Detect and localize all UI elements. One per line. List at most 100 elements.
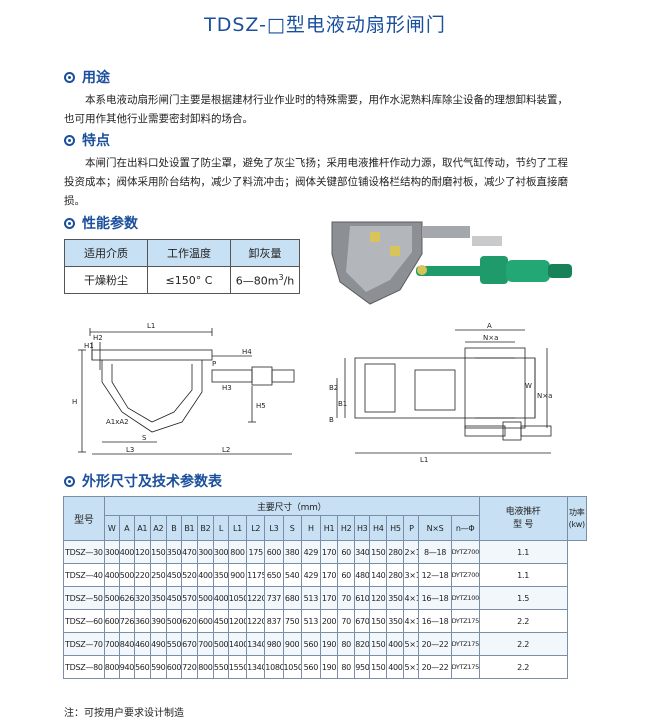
sub-header-cell: H3 [354, 515, 371, 541]
data-cell: ≤150° C [147, 266, 231, 294]
dim-label: S [142, 434, 147, 442]
data-cell: 650 [264, 563, 284, 587]
sub-header-cell: L2 [246, 515, 266, 541]
data-cell: 1.1 [478, 540, 568, 564]
data-cell: 1200 [227, 609, 248, 633]
performance-table: 适用介质 工作温度 卸灰量 干燥粉尘 ≤150° C 6—80m3/h [64, 239, 300, 294]
bracket-shape [472, 236, 502, 246]
gate-face-shape [346, 226, 412, 292]
data-cell: 120 [133, 540, 151, 564]
usage-line: 也可用作其他行业需要密封卸料的场合。 [64, 113, 253, 125]
data-cell: 450 [165, 586, 182, 610]
data-cell: 720 [180, 655, 198, 679]
data-cell: 560 [300, 632, 321, 656]
data-cell: 2×175 [403, 540, 420, 564]
top-view-drawing: A N×a W N×a B2 B1 B L1 [329, 322, 552, 464]
sub-header-cell: P [403, 515, 420, 541]
data-cell: 900 [282, 632, 302, 656]
usage-paragraph: 本系电液动扇形闸门主要是根据建材行业作业时的特殊需要，用作水泥熟料库除尘设备的理… [64, 91, 594, 129]
data-cell: 429 [300, 563, 321, 587]
dim-label: W [525, 382, 532, 390]
header-cell: 电液推杆型 号 [478, 496, 568, 541]
data-cell: 470 [180, 540, 198, 564]
data-cell: 550 [212, 655, 229, 679]
header-cell: 型号 [63, 496, 105, 541]
features-line: 本闸门在出料口处设置了防尘罩，避免了灰尘飞扬；采用电液推杆作动力源，取代气缸传动… [85, 157, 568, 169]
sub-header-cell: W [103, 515, 120, 541]
data-cell: 1.1 [478, 563, 568, 587]
sub-header-cell: B [165, 515, 182, 541]
data-cell: 60 [337, 563, 356, 587]
data-cell: 750 [282, 609, 302, 633]
sub-header-cell: B1 [180, 515, 198, 541]
data-cell: 1400 [227, 632, 248, 656]
dim-label: B2 [329, 384, 338, 392]
data-cell: 350 [212, 563, 229, 587]
dim-label: H1 [84, 342, 94, 350]
features-paragraph: 本闸门在出料口处设置了防尘罩，避免了灰尘飞扬；采用电液推杆作动力源，取代气缸传动… [64, 154, 594, 211]
dim-label: L1 [147, 322, 155, 330]
data-cell: 320 [133, 586, 151, 610]
sub-header-cell: A [118, 515, 135, 541]
sub-header-cell: L1 [227, 515, 248, 541]
sub-header-cell: S [282, 515, 302, 541]
data-cell: 1.5 [478, 586, 568, 610]
data-cell: DYTZ1750—350/110—P [450, 655, 480, 679]
features-line: 损。 [64, 195, 85, 207]
dim-label: H5 [256, 402, 266, 410]
header-cell: 卸灰量 [230, 239, 300, 267]
ring-bullet-icon [64, 218, 75, 229]
data-cell: 2.2 [478, 609, 568, 633]
data-cell: 600 [103, 609, 120, 633]
data-cell: 980 [264, 632, 284, 656]
data-cell: 3×150 [403, 563, 420, 587]
data-cell: 500 [118, 563, 135, 587]
data-cell: 70 [337, 609, 356, 633]
data-cell: 590 [149, 655, 167, 679]
data-cell: 350 [165, 540, 182, 564]
data-cell: 400 [118, 540, 135, 564]
ring-bullet-icon [64, 476, 75, 487]
sub-header-cell: H5 [386, 515, 405, 541]
data-cell: 2.2 [478, 632, 568, 656]
data-cell: 350 [386, 609, 405, 633]
data-cell: 350 [386, 586, 405, 610]
data-cell: 513 [300, 586, 321, 610]
data-cell: 16—18 [418, 609, 452, 633]
data-cell: 140 [369, 563, 388, 587]
data-cell: 670 [180, 632, 198, 656]
data-cell: 6—80m3/h [230, 266, 300, 294]
data-cell: 570 [180, 586, 198, 610]
data-cell: 80 [337, 632, 356, 656]
sub-header-cell: L3 [264, 515, 284, 541]
data-cell: 400 [196, 563, 214, 587]
dim-label: H [72, 398, 77, 406]
dim-label: B1 [338, 400, 347, 408]
data-cell: 400 [103, 563, 120, 587]
dim-label: L1 [420, 456, 428, 464]
data-cell: TDSZ—30 [63, 540, 105, 564]
data-cell: 8—18 [418, 540, 452, 564]
dim-label: A1xA2 [106, 418, 129, 426]
data-cell: 600 [165, 655, 182, 679]
data-cell: 800 [227, 540, 248, 564]
data-cell: 1550 [227, 655, 248, 679]
data-cell: 280 [386, 540, 405, 564]
data-cell: 20—22 [418, 632, 452, 656]
joint-shape [417, 265, 427, 275]
data-cell: 120 [369, 586, 388, 610]
features-line: 投资成本；阀体采用阶台结构，减少了料流冲击；阀体关键部位铺设格栏结构的耐磨衬板，… [64, 176, 568, 188]
data-cell: 700 [196, 632, 214, 656]
data-cell: 500 [103, 586, 120, 610]
data-cell: 360 [133, 609, 151, 633]
data-cell: 620 [180, 609, 198, 633]
section-heading-usage: 用途 [64, 67, 110, 87]
page-title: TDSZ-□型电液动扇形闸门 [204, 14, 446, 36]
data-cell: 400 [212, 586, 229, 610]
section-heading-features: 特点 [64, 130, 110, 150]
dim-label: A [487, 322, 492, 330]
data-cell: 150 [369, 655, 388, 679]
